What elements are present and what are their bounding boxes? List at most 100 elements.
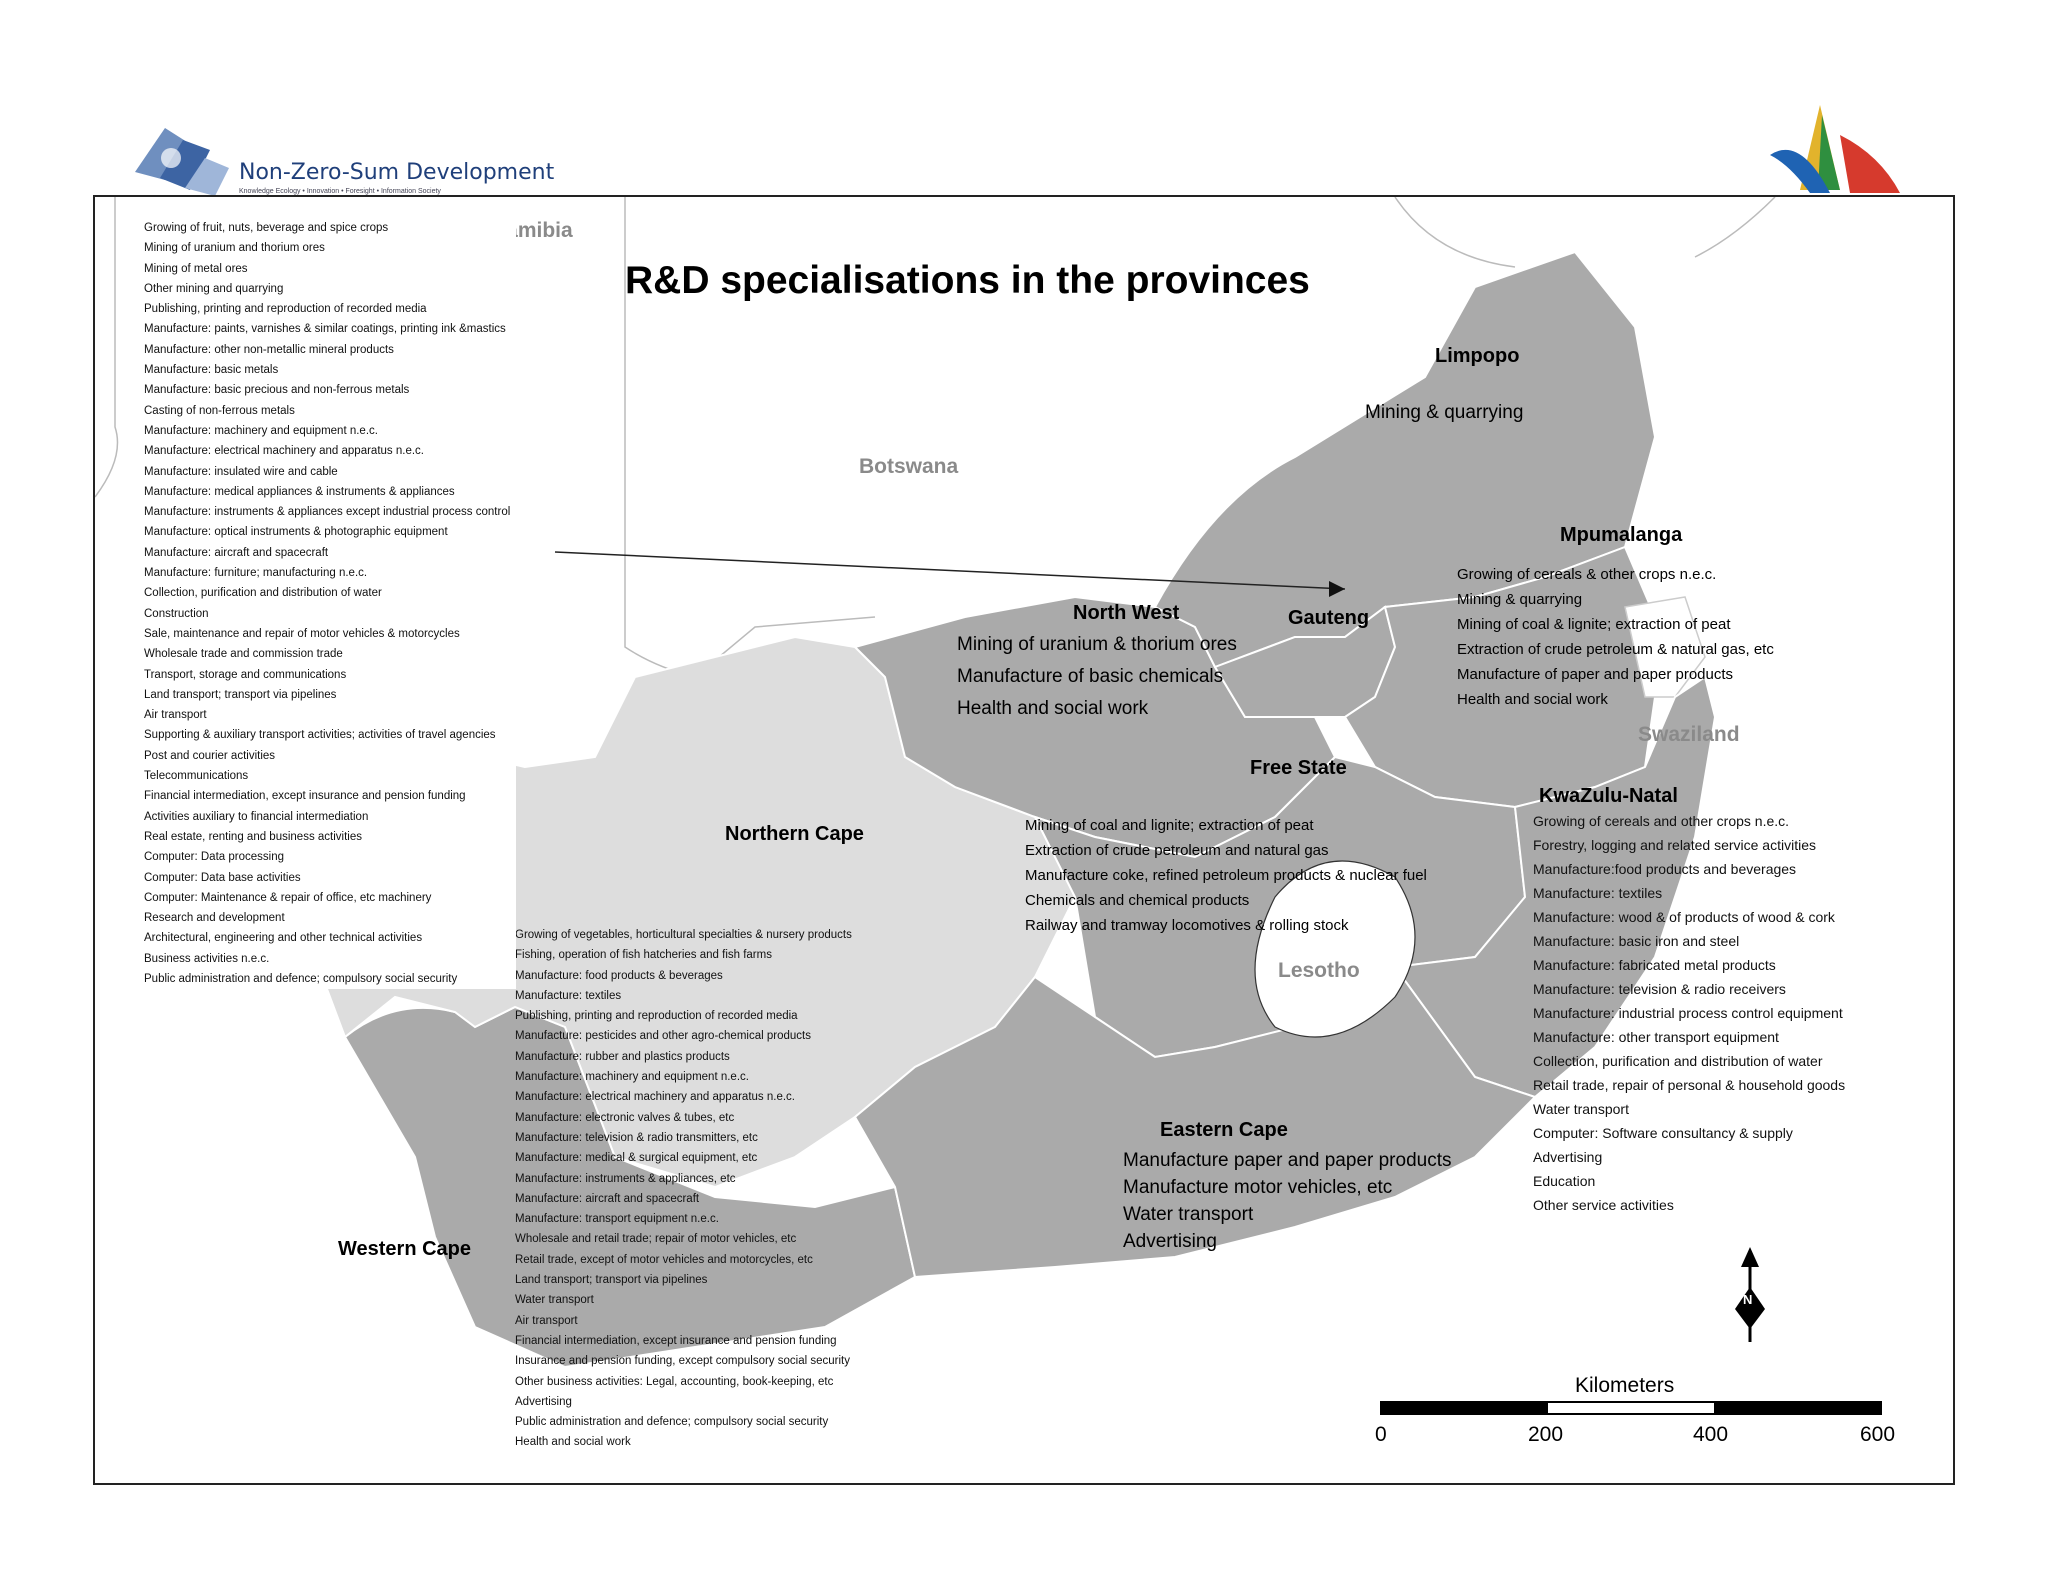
gauteng-item: Land transport; transport via pipelines <box>144 688 337 701</box>
gauteng-item: Publishing, printing and reproduction of… <box>144 303 427 316</box>
gauteng-item: Financial intermediation, except insuran… <box>144 790 466 803</box>
namibia-border <box>95 197 119 498</box>
western-cape-item: Manufacture: food products & beverages <box>515 969 723 982</box>
kwazulu-natal-item: Other service activities <box>1533 1197 1674 1213</box>
gauteng-item: Growing of fruit, nuts, beverage and spi… <box>144 222 389 234</box>
gauteng-item: Telecommunications <box>144 770 249 783</box>
gauteng-item: Manufacture: instruments & appliances ex… <box>144 506 511 519</box>
gauteng-item: Collection, purification and distributio… <box>144 587 382 600</box>
kwazulu-natal-item: Manufacture:food products and beverages <box>1533 861 1797 877</box>
kwazulu-natal-item: Collection, purification and distributio… <box>1533 1053 1823 1069</box>
western-cape-item: Retail trade, except of motor vehicles a… <box>515 1253 813 1266</box>
gauteng-item: Other mining and quarrying <box>144 282 284 295</box>
org-logo-icon <box>135 128 229 196</box>
mpumalanga-item: Manufacture of paper and paper products <box>1457 666 1734 683</box>
scale-tick-0: 0 <box>1375 1423 1387 1446</box>
gauteng-item: Manufacture: insulated wire and cable <box>144 465 338 478</box>
gauteng-item: Casting of non-ferrous metals <box>144 404 295 417</box>
western-cape-item: Manufacture: machinery and equipment n.e… <box>515 1071 749 1084</box>
kwazulu-natal-item: Manufacture: industrial process control … <box>1533 1005 1843 1021</box>
western-cape-item: Manufacture: pesticides and other agro-c… <box>515 1030 811 1043</box>
eastern-cape-region <box>853 965 1537 1279</box>
gauteng-item: Wholesale trade and commission trade <box>144 648 343 661</box>
scale-tick-600: 600 <box>1860 1423 1896 1446</box>
map-canvas <box>95 197 1882 1415</box>
eastern-cape-item: Manufacture paper and paper products <box>1123 1150 1452 1171</box>
gauteng-leader-arrowhead <box>1329 581 1345 597</box>
province-name-eastern-cape: Eastern Cape <box>1160 1119 1288 1141</box>
gauteng-item: Business activities n.e.c. <box>144 952 270 965</box>
western-cape-item: Manufacture: electrical machinery and ap… <box>515 1091 795 1104</box>
north-arrow <box>1735 1247 1765 1342</box>
gauteng-item: Public administration and defence; compu… <box>144 972 458 985</box>
gauteng-item: Air transport <box>144 709 207 722</box>
kwazulu-natal-item: Manufacture: television & radio receiver… <box>1533 981 1786 997</box>
western-cape-item: Wholesale and retail trade; repair of mo… <box>515 1233 797 1246</box>
north-west-list: Mining of uranium & thorium ores Manufac… <box>957 629 1237 725</box>
north-west-item: Manufacture of basic chemicals <box>957 666 1224 687</box>
gauteng-item: Architectural, engineering and other tec… <box>144 932 423 945</box>
eastern-cape-item: Water transport <box>1123 1204 1254 1225</box>
kwazulu-natal-item: Manufacture: other transport equipment <box>1533 1029 1779 1045</box>
western-cape-item: Other business activities: Legal, accoun… <box>515 1375 834 1388</box>
kwazulu-natal-item: Manufacture: fabricated metal products <box>1533 957 1776 973</box>
map-title: R&D specialisations in the provinces <box>625 259 1310 302</box>
province-name-western-cape: Western Cape <box>338 1238 472 1260</box>
western-cape-list: Growing of vegetables, horticultural spe… <box>515 925 852 1453</box>
gauteng-item: Manufacture: medical appliances & instru… <box>144 485 455 498</box>
country-label-lesotho: Lesotho <box>1278 959 1360 982</box>
gauteng-item: Computer: Data base activities <box>144 871 301 884</box>
scale-bar <box>1380 1401 1882 1415</box>
gauteng-item: Research and development <box>144 912 285 925</box>
gauteng-item: Mining of uranium and thorium ores <box>144 242 325 255</box>
western-cape-item: Manufacture: aircraft and spacecraft <box>515 1192 700 1205</box>
kwazulu-natal-item: Manufacture: wood & of products of wood … <box>1533 909 1835 925</box>
western-cape-item: Insurance and pension funding, except co… <box>515 1355 850 1368</box>
gauteng-item: Manufacture: machinery and equipment n.e… <box>144 424 378 437</box>
org-logo: Non-Zero-Sum Development Knowledge Ecolo… <box>125 120 565 200</box>
western-cape-item: Manufacture: instruments & appliances, e… <box>515 1172 736 1185</box>
mpumalanga-item: Mining & quarrying <box>1457 591 1583 608</box>
gauteng-item: Transport, storage and communications <box>144 668 347 681</box>
kwazulu-natal-item: Education <box>1533 1173 1596 1189</box>
free-state-list: Mining of coal and lignite; extraction o… <box>1025 813 1427 938</box>
western-cape-item: Advertising <box>515 1395 572 1408</box>
gauteng-list: Growing of fruit, nuts, beverage and spi… <box>144 218 517 990</box>
eastern-cape-item: Advertising <box>1123 1231 1217 1252</box>
map-frame: R&D specialisations in the provinces Nam… <box>93 195 1955 1485</box>
western-cape-item: Water transport <box>515 1294 594 1307</box>
kwazulu-natal-item: Manufacture: textiles <box>1533 885 1663 901</box>
gauteng-item: Real estate, renting and business activi… <box>144 830 362 843</box>
western-cape-item: Manufacture: electronic valves & tubes, … <box>515 1111 735 1124</box>
gauteng-item: Activities auxiliary to financial interm… <box>144 810 369 823</box>
eastern-cape-list: Manufacture paper and paper products Man… <box>1123 1147 1452 1255</box>
lesotho-region <box>1254 860 1416 1038</box>
kwazulu-natal-item: Advertising <box>1533 1149 1603 1165</box>
western-cape-item: Fishing, operation of fish hatcheries an… <box>515 949 772 962</box>
kwazulu-natal-item: Computer: Software consultancy & supply <box>1533 1125 1793 1141</box>
country-label-swaziland: Swaziland <box>1638 723 1740 746</box>
mpumalanga-item: Health and social work <box>1457 691 1608 708</box>
scale-tick-400: 400 <box>1693 1423 1729 1446</box>
gauteng-leader-line <box>554 551 1346 590</box>
free-state-item: Mining of coal and lignite; extraction o… <box>1025 817 1314 834</box>
zimbabwe-border <box>1394 197 1516 268</box>
western-cape-item: Air transport <box>515 1314 578 1327</box>
limpopo-specialisation: Mining & quarrying <box>1365 402 1524 423</box>
western-cape-item: Manufacture: medical & surgical equipmen… <box>515 1152 758 1165</box>
province-name-free-state: Free State <box>1250 757 1347 779</box>
scale-tick-200: 200 <box>1528 1423 1564 1446</box>
swaziland-region <box>1624 596 1706 698</box>
gauteng-item: Manufacture: other non-metallic mineral … <box>144 343 394 356</box>
western-cape-item: Financial intermediation, except insuran… <box>515 1334 837 1347</box>
north-west-item: Mining of uranium & thorium ores <box>957 634 1237 655</box>
kwazulu-natal-region <box>1393 675 1717 1099</box>
western-cape-item: Manufacture: television & radio transmit… <box>515 1131 758 1144</box>
province-name-gauteng: Gauteng <box>1288 607 1370 629</box>
mpumalanga-item: Extraction of crude petroleum & natural … <box>1457 641 1774 658</box>
gauteng-item: Manufacture: basic metals <box>144 364 279 377</box>
gauteng-item: Post and courier activities <box>144 749 276 762</box>
western-cape-item: Health and social work <box>515 1436 631 1449</box>
kwazulu-natal-item: Manufacture: basic iron and steel <box>1533 933 1740 949</box>
free-state-item: Manufacture coke, refined petroleum prod… <box>1025 867 1427 884</box>
